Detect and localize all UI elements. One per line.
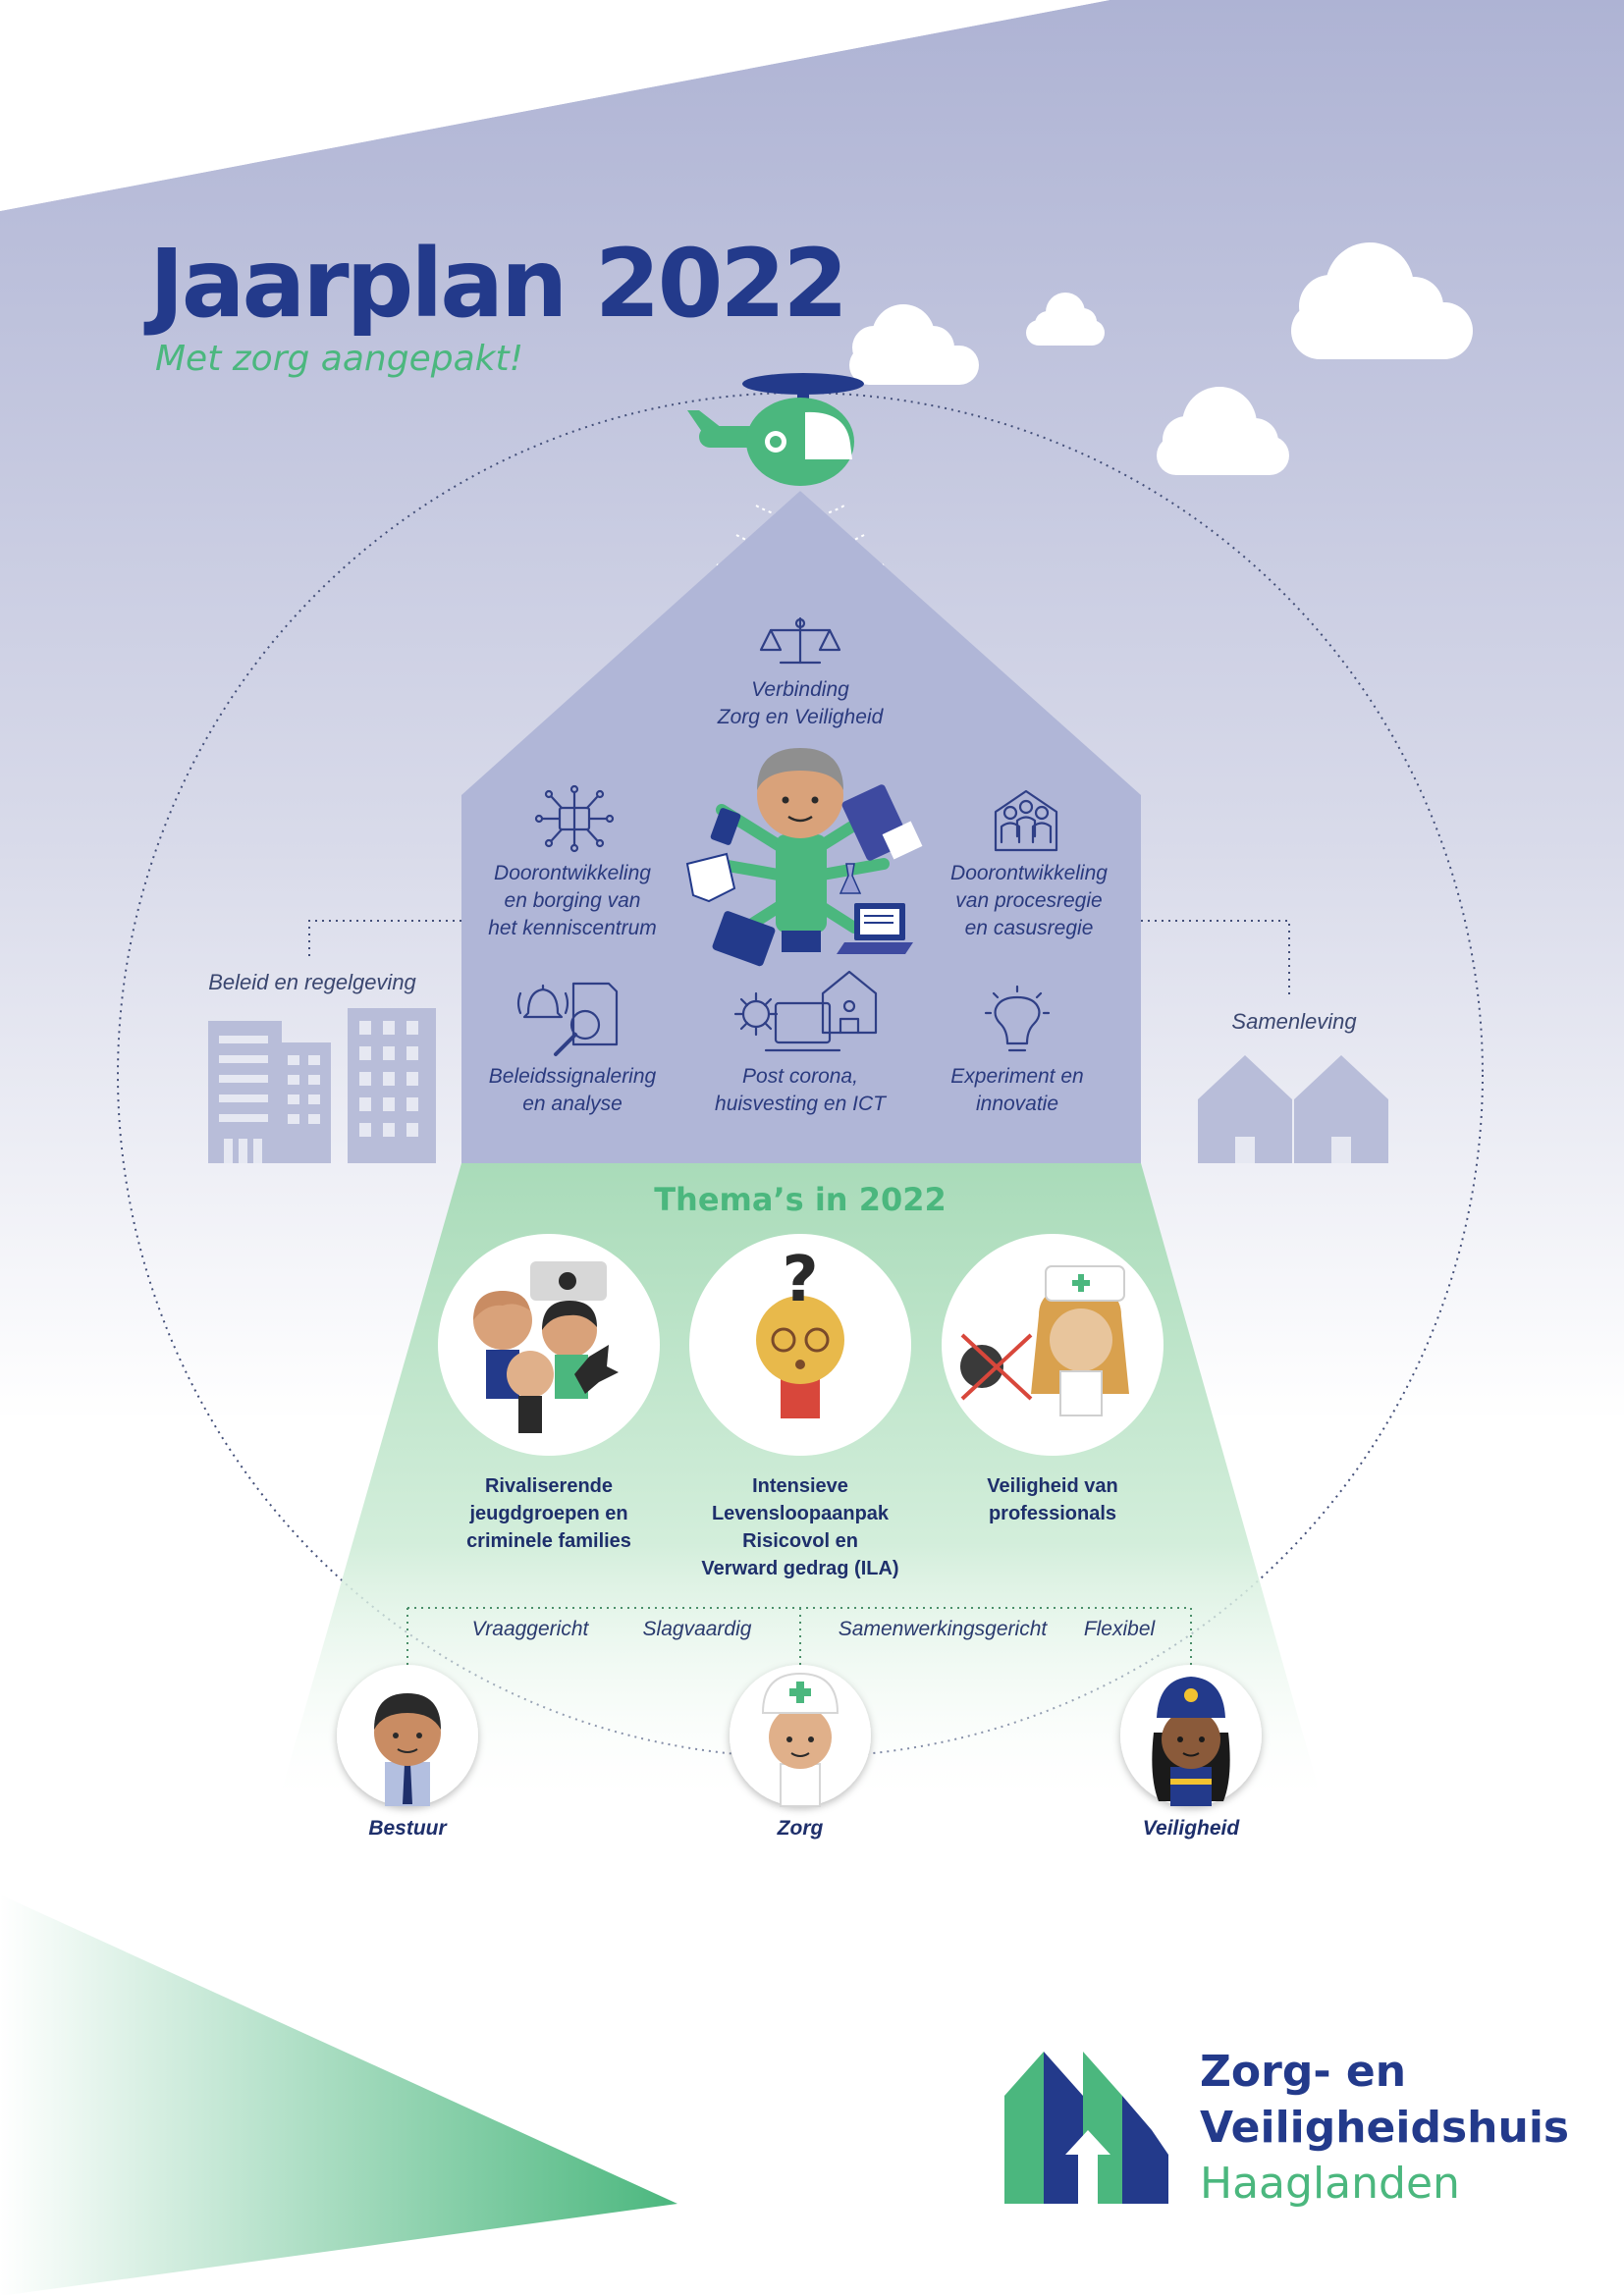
role-bestuur: Bestuur — [368, 1817, 447, 1840]
cloud-icon — [849, 242, 1473, 475]
virus-laptop-house-icon — [733, 970, 878, 1052]
house-item-post-corona: Post corona,huisvesting en ICT — [715, 1065, 886, 1115]
nurse-avatar-icon — [730, 1665, 871, 1807]
houses-icon — [1198, 1055, 1388, 1163]
value-vraaggericht: Vraaggericht — [471, 1618, 589, 1640]
theme-circle-2: ? — [689, 1234, 911, 1456]
official-avatar-icon — [337, 1665, 478, 1806]
theme-circle-1 — [438, 1234, 660, 1456]
people-group-icon — [994, 789, 1058, 852]
value-slagvaardig: Slagvaardig — [642, 1618, 752, 1640]
organization-name: Zorg- en Veiligheidshuis Haaglanden — [1200, 2047, 1570, 2209]
value-flexibel: Flexibel — [1083, 1618, 1156, 1640]
bell-magnifier-icon — [516, 982, 619, 1056]
connector-left — [308, 920, 461, 960]
page-subtitle: Met zorg aangepakt! — [155, 339, 524, 379]
buildings-icon — [208, 1008, 436, 1163]
network-book-icon — [534, 784, 615, 853]
values-connector — [406, 1607, 1192, 1669]
dotted-circle — [117, 392, 1484, 1758]
multitasking-person-icon — [685, 748, 923, 967]
value-samenwerkingsgericht: Samenwerkingsgericht — [838, 1618, 1048, 1640]
side-label-right: Samenleving — [1231, 1009, 1357, 1034]
role-veiligheid: Veiligheid — [1142, 1817, 1240, 1840]
svg-text:?: ? — [782, 1244, 818, 1316]
zvh-logo-icon — [1004, 2052, 1168, 2204]
connector-right — [1141, 920, 1290, 999]
theme-circle-3 — [942, 1234, 1164, 1456]
lightbulb-icon — [984, 985, 1051, 1052]
themes-heading: Thema’s in 2022 — [654, 1181, 947, 1218]
green-corner — [0, 1895, 677, 2296]
white-top-band — [0, 0, 1110, 211]
side-label-left: Beleid en regelgeving — [208, 970, 416, 994]
police-avatar-icon — [1120, 1665, 1262, 1806]
scales-icon — [759, 616, 841, 665]
role-zorg: Zorg — [777, 1817, 824, 1840]
helicopter-icon — [687, 373, 864, 486]
page-title: Jaarplan 2022 — [149, 229, 848, 339]
